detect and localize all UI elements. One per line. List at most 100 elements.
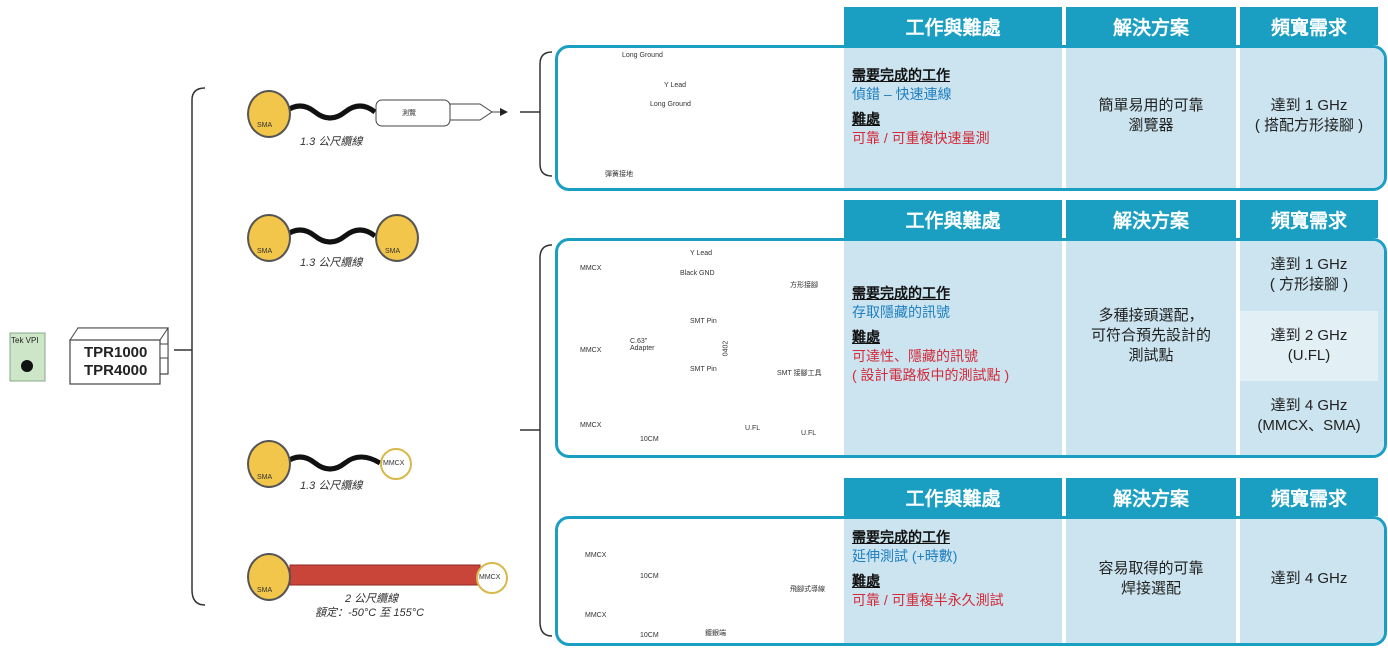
header-bandwidth-1: 頻寬需求: [1240, 7, 1378, 45]
img-long-ground: Long Ground: [650, 101, 691, 108]
task-heading-2: 需要完成的工作: [852, 285, 950, 301]
bandwidth-2a: 達到 1 GHz ( 方形接腳 ): [1240, 242, 1378, 308]
img-pigtail: 鍍銀端: [705, 630, 726, 637]
bandwidth-2a-line1: 達到 1 GHz: [1270, 256, 1348, 273]
bandwidth-2b-line1: 達到 2 GHz: [1270, 327, 1348, 344]
solution-1-line1: 簡單易用的可靠: [1098, 97, 1204, 114]
difficulty-1: 可靠 / 可重複快速量測: [852, 130, 990, 146]
bandwidth-3: 達到 4 GHz: [1240, 519, 1378, 639]
difficulty-heading-1: 難處: [852, 111, 880, 127]
img-black-gnd: Black GND: [680, 270, 715, 277]
img-smt-tool: SMT 接腳工具: [777, 370, 822, 377]
cable-rating: 額定：-50°C 至 155°C: [315, 607, 425, 619]
solution-1-line2: 瀏覽器: [1128, 117, 1174, 134]
solution-cell-1: [1066, 48, 1236, 188]
task-cell-3: [844, 519, 1062, 643]
difficulty-2-line2: ( 設計電路板中的測試點 ): [852, 367, 1010, 383]
sma-label-2: SMA: [257, 248, 273, 255]
img-mmcx-2a: MMCX: [580, 265, 602, 272]
img-y-lead-1: Y Lead: [664, 82, 687, 89]
cable-caption-3: 1.3 公尺纜線: [300, 480, 363, 492]
header-solution-2: 解決方案: [1066, 200, 1236, 238]
mmcx-label-3: MMCX: [383, 460, 405, 467]
header-tasks-2: 工作與難處: [844, 200, 1062, 238]
task-text-2: 需要完成的工作 存取隱藏的訊號 難處 可達性、隱藏的訊號 ( 設計電路板中的測試…: [852, 284, 1062, 385]
img-mmcx-2c: MMCX: [580, 422, 602, 429]
bandwidth-1: 達到 1 GHz ( 搭配方形接腳 ): [1240, 48, 1378, 184]
probe-part-label: 測覽: [402, 110, 416, 117]
img-ufl-connector: U.FL: [801, 430, 817, 437]
probe-model-2: TPR4000: [84, 362, 148, 379]
img-10cm-3b: 10CM: [640, 632, 659, 639]
cable-caption-4: 2 公尺纜線: [345, 593, 399, 605]
cable-caption-1: 1.3 公尺纜線: [300, 136, 363, 148]
bandwidth-2a-line2: ( 方形接腳 ): [1269, 276, 1349, 293]
solution-2-line2: 可符合預先設計的: [1090, 327, 1211, 344]
img-smt-pin-1: SMT Pin: [690, 318, 717, 325]
img-ufl-cable: U.FL: [745, 425, 761, 432]
sma-connector-3: [375, 214, 419, 262]
sma-connector-1: [247, 90, 291, 138]
img-chip: 0402: [722, 340, 730, 357]
task-3: 延伸測試 (+時數): [852, 548, 958, 564]
row-panel-1: [555, 45, 1387, 191]
header-bandwidth-2: 頻寬需求: [1240, 200, 1378, 238]
img-y-lead-2: Y Lead: [690, 250, 713, 257]
header-tasks-3: 工作與難處: [844, 478, 1062, 516]
header-solution-3: 解決方案: [1066, 478, 1236, 516]
task-2: 存取隱藏的訊號: [852, 304, 950, 320]
difficulty-2: 可達性、隱藏的訊號: [852, 348, 978, 364]
img-mmcx-3b: MMCX: [585, 612, 607, 619]
mmcx-connector-3: [380, 448, 412, 480]
task-1: 偵錯 – 快速連線: [852, 86, 952, 102]
solution-2: 多種接頭選配， 可符合預先設計的 測試點: [1066, 242, 1236, 448]
img-flying-lead: 飛腳式導線: [790, 586, 825, 593]
img-mmcx-2b: MMCX: [580, 347, 602, 354]
solution-2-line1: 多種接頭選配，: [1098, 307, 1204, 324]
task-text-3: 需要完成的工作 延伸測試 (+時數) 難處 可靠 / 可重複半永久測試: [852, 528, 1062, 610]
img-10cm-3a: 10CM: [640, 573, 659, 580]
sma-label-5: SMA: [257, 587, 273, 594]
header-solution-1: 解決方案: [1066, 7, 1236, 45]
img-square-pin: 方形接腳: [790, 282, 818, 289]
task-text-1: 需要完成的工作 偵錯 – 快速連線 難處 可靠 / 可重複快速量測: [852, 66, 1062, 148]
tek-vpi-label: Tek VPI: [11, 336, 39, 345]
bandwidth-2c: 達到 4 GHz (MMCX、SMA): [1240, 383, 1378, 449]
bandwidth-2b: 達到 2 GHz (U.FL): [1240, 311, 1378, 381]
solution-2-line3: 測試點: [1128, 347, 1174, 364]
img-10cm-2: 10CM: [640, 436, 659, 443]
difficulty-heading-2: 難處: [852, 329, 880, 345]
probe-model-1: TPR1000: [84, 344, 148, 361]
solution-3-line2: 焊接選配: [1120, 580, 1181, 597]
solution-3: 容易取得的可靠 焊接選配: [1066, 519, 1236, 639]
solution-1: 簡單易用的可靠 瀏覽器: [1066, 48, 1236, 184]
bandwidth-cell-1: [1240, 48, 1384, 188]
solution-3-line1: 容易取得的可靠: [1098, 560, 1204, 577]
task-heading-1: 需要完成的工作: [852, 67, 950, 83]
img-long-ground-top: Long Ground: [622, 52, 663, 59]
task-cell-1: [844, 48, 1062, 188]
difficulty-heading-3: 難處: [852, 573, 880, 589]
sma-label-1: SMA: [257, 122, 273, 129]
cable-caption-2: 1.3 公尺纜線: [300, 257, 363, 269]
header-bandwidth-3: 頻寬需求: [1240, 478, 1378, 516]
mmcx-connector-4: [476, 562, 508, 594]
bandwidth-2b-line2: (U.FL): [1287, 347, 1331, 364]
img-adapter: C.63" Adapter: [630, 338, 655, 352]
bandwidth-2c-line2: (MMCX、SMA): [1257, 417, 1361, 434]
mmcx-label-4: MMCX: [479, 574, 501, 581]
sma-connector-5: [247, 553, 291, 601]
solution-cell-2: [1066, 241, 1236, 455]
difficulty-3: 可靠 / 可重複半永久測試: [852, 592, 1004, 608]
bandwidth-1-line1: 達到 1 GHz: [1270, 97, 1348, 114]
task-cell-2: [844, 241, 1062, 455]
sma-connector-2: [247, 214, 291, 262]
bandwidth-3-line1: 達到 4 GHz: [1270, 570, 1348, 587]
sma-label-3: SMA: [385, 248, 401, 255]
img-spring-ground: 彈簧接地: [605, 171, 633, 178]
sma-label-4: SMA: [257, 474, 273, 481]
bandwidth-cell-3: [1240, 519, 1384, 643]
header-tasks-1: 工作與難處: [844, 7, 1062, 45]
sma-connector-4: [247, 440, 291, 488]
bandwidth-1-line2: ( 搭配方形接腳 ): [1254, 117, 1364, 134]
